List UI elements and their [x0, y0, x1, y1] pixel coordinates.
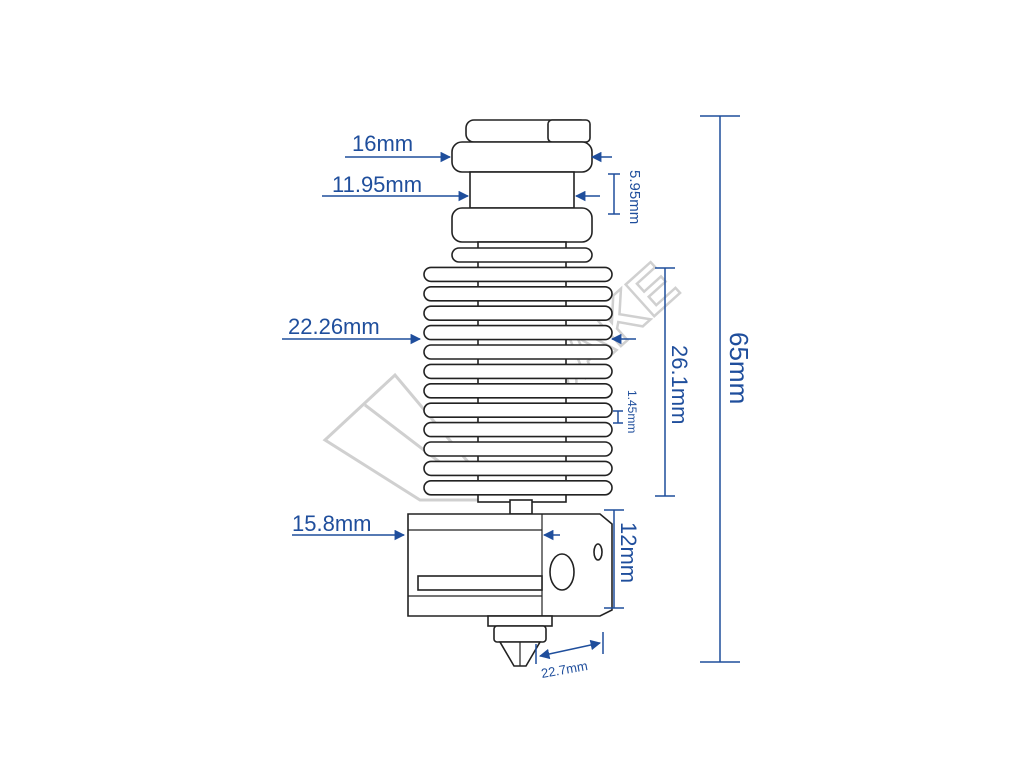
- heatsink-fin: [423, 421, 613, 438]
- dim-top-diameter: 16mm: [352, 131, 413, 156]
- dim-fin-gap: 1.45mm: [625, 390, 639, 433]
- heat-break: [509, 499, 533, 515]
- heatsink-fin: [451, 247, 593, 263]
- nozzle-hex: [487, 615, 553, 627]
- heatsink-fin: [423, 344, 613, 360]
- heater-block-edge: [408, 514, 543, 616]
- collar-top: [451, 141, 593, 173]
- dim-block-height: 12mm: [616, 522, 641, 583]
- dim-fin-diameter: 22.26mm: [288, 314, 380, 339]
- dim-groove-diameter: 11.95mm: [332, 172, 422, 197]
- heatsink-fin: [423, 305, 613, 322]
- dim-block-length: 22.7mm: [540, 658, 589, 681]
- heatsink-fin: [423, 363, 613, 380]
- heater-block: [407, 513, 613, 617]
- dim-groove-height: 5.95mm: [626, 170, 643, 224]
- heater-cartridge-hole: [549, 553, 575, 591]
- collar-bottom: [451, 207, 593, 243]
- heatsink-fin: [423, 479, 613, 496]
- groove-neck: [469, 171, 575, 209]
- heatsink-fin: [423, 441, 613, 457]
- top-cap-tab: [547, 119, 591, 143]
- heatsink-fins: [423, 247, 613, 496]
- dim-total-height: 65mm: [724, 332, 754, 404]
- dim-block-width: 15.8mm: [292, 511, 371, 536]
- nozzle-nut: [493, 625, 547, 643]
- dim-fin-stack-height: 26.1mm: [667, 345, 692, 424]
- hotend-body: [407, 119, 613, 667]
- heatsink-fin: [423, 266, 613, 283]
- thermistor-hole: [593, 543, 603, 561]
- heatsink-fin: [423, 402, 613, 419]
- dimensions: 16mm 11.95mm 5.95mm 22.26mm 26.1mm 1.45m…: [282, 115, 754, 681]
- heatsink-fin: [423, 324, 613, 341]
- heatsink-fin: [423, 460, 613, 477]
- heatsink-fin: [423, 285, 613, 302]
- heater-block-slot: [417, 575, 543, 591]
- heatsink-fin: [423, 382, 613, 399]
